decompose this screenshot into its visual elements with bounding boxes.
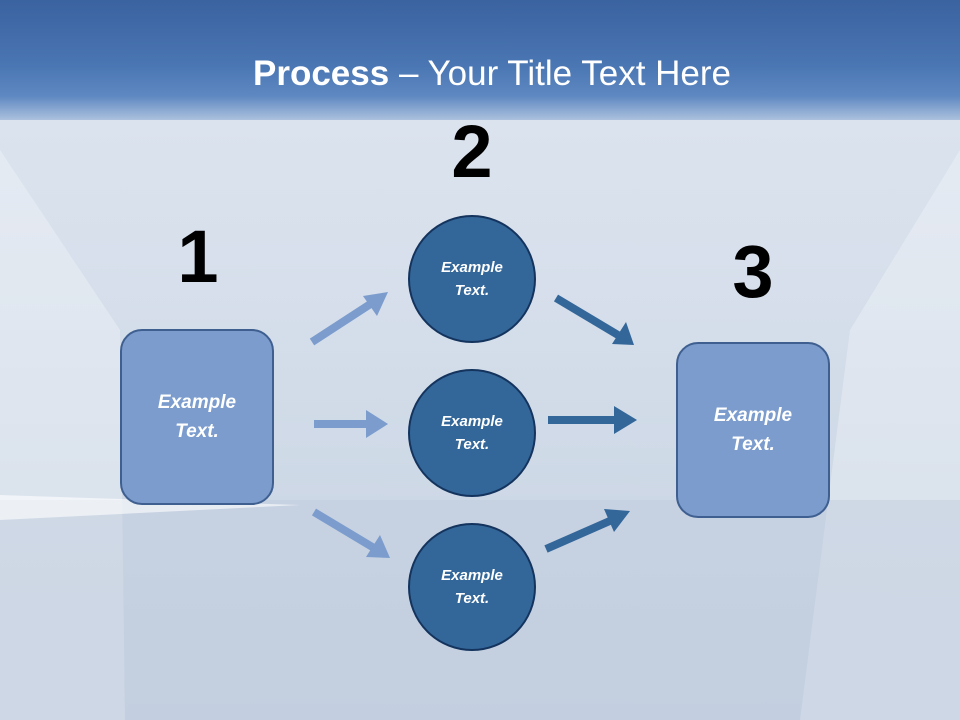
arrow-box-to-bottom: [311, 508, 390, 558]
arrow-middle-to-box: [548, 406, 637, 434]
title-rest-part: – Your Title Text Here: [389, 54, 731, 93]
left-box: Example Text.: [120, 329, 274, 505]
right-box: Example Text.: [676, 342, 830, 518]
left-box-text: Example Text.: [157, 392, 237, 442]
arrow-box-to-middle: [314, 410, 388, 438]
circle-top-text: Example Text.: [441, 259, 503, 299]
step-1-number: 1: [177, 215, 219, 298]
arrow-bottom-to-box: [544, 509, 630, 553]
circle-middle: Example Text.: [408, 369, 536, 497]
circle-bottom-text: Example Text.: [441, 567, 503, 607]
step-3-number: 3: [732, 230, 774, 313]
right-box-text: Example Text.: [713, 405, 793, 455]
step-2-number: 2: [451, 110, 493, 193]
title-banner: [0, 0, 960, 120]
slide-title: Process – Your Title Text Here: [0, 52, 960, 96]
circle-top: Example Text.: [408, 215, 536, 343]
arrow-box-to-top: [309, 292, 388, 346]
arrow-top-to-box: [553, 294, 634, 345]
circle-bottom: Example Text.: [408, 523, 536, 651]
title-bold-part: Process: [253, 54, 390, 93]
circle-middle-text: Example Text.: [441, 413, 503, 453]
